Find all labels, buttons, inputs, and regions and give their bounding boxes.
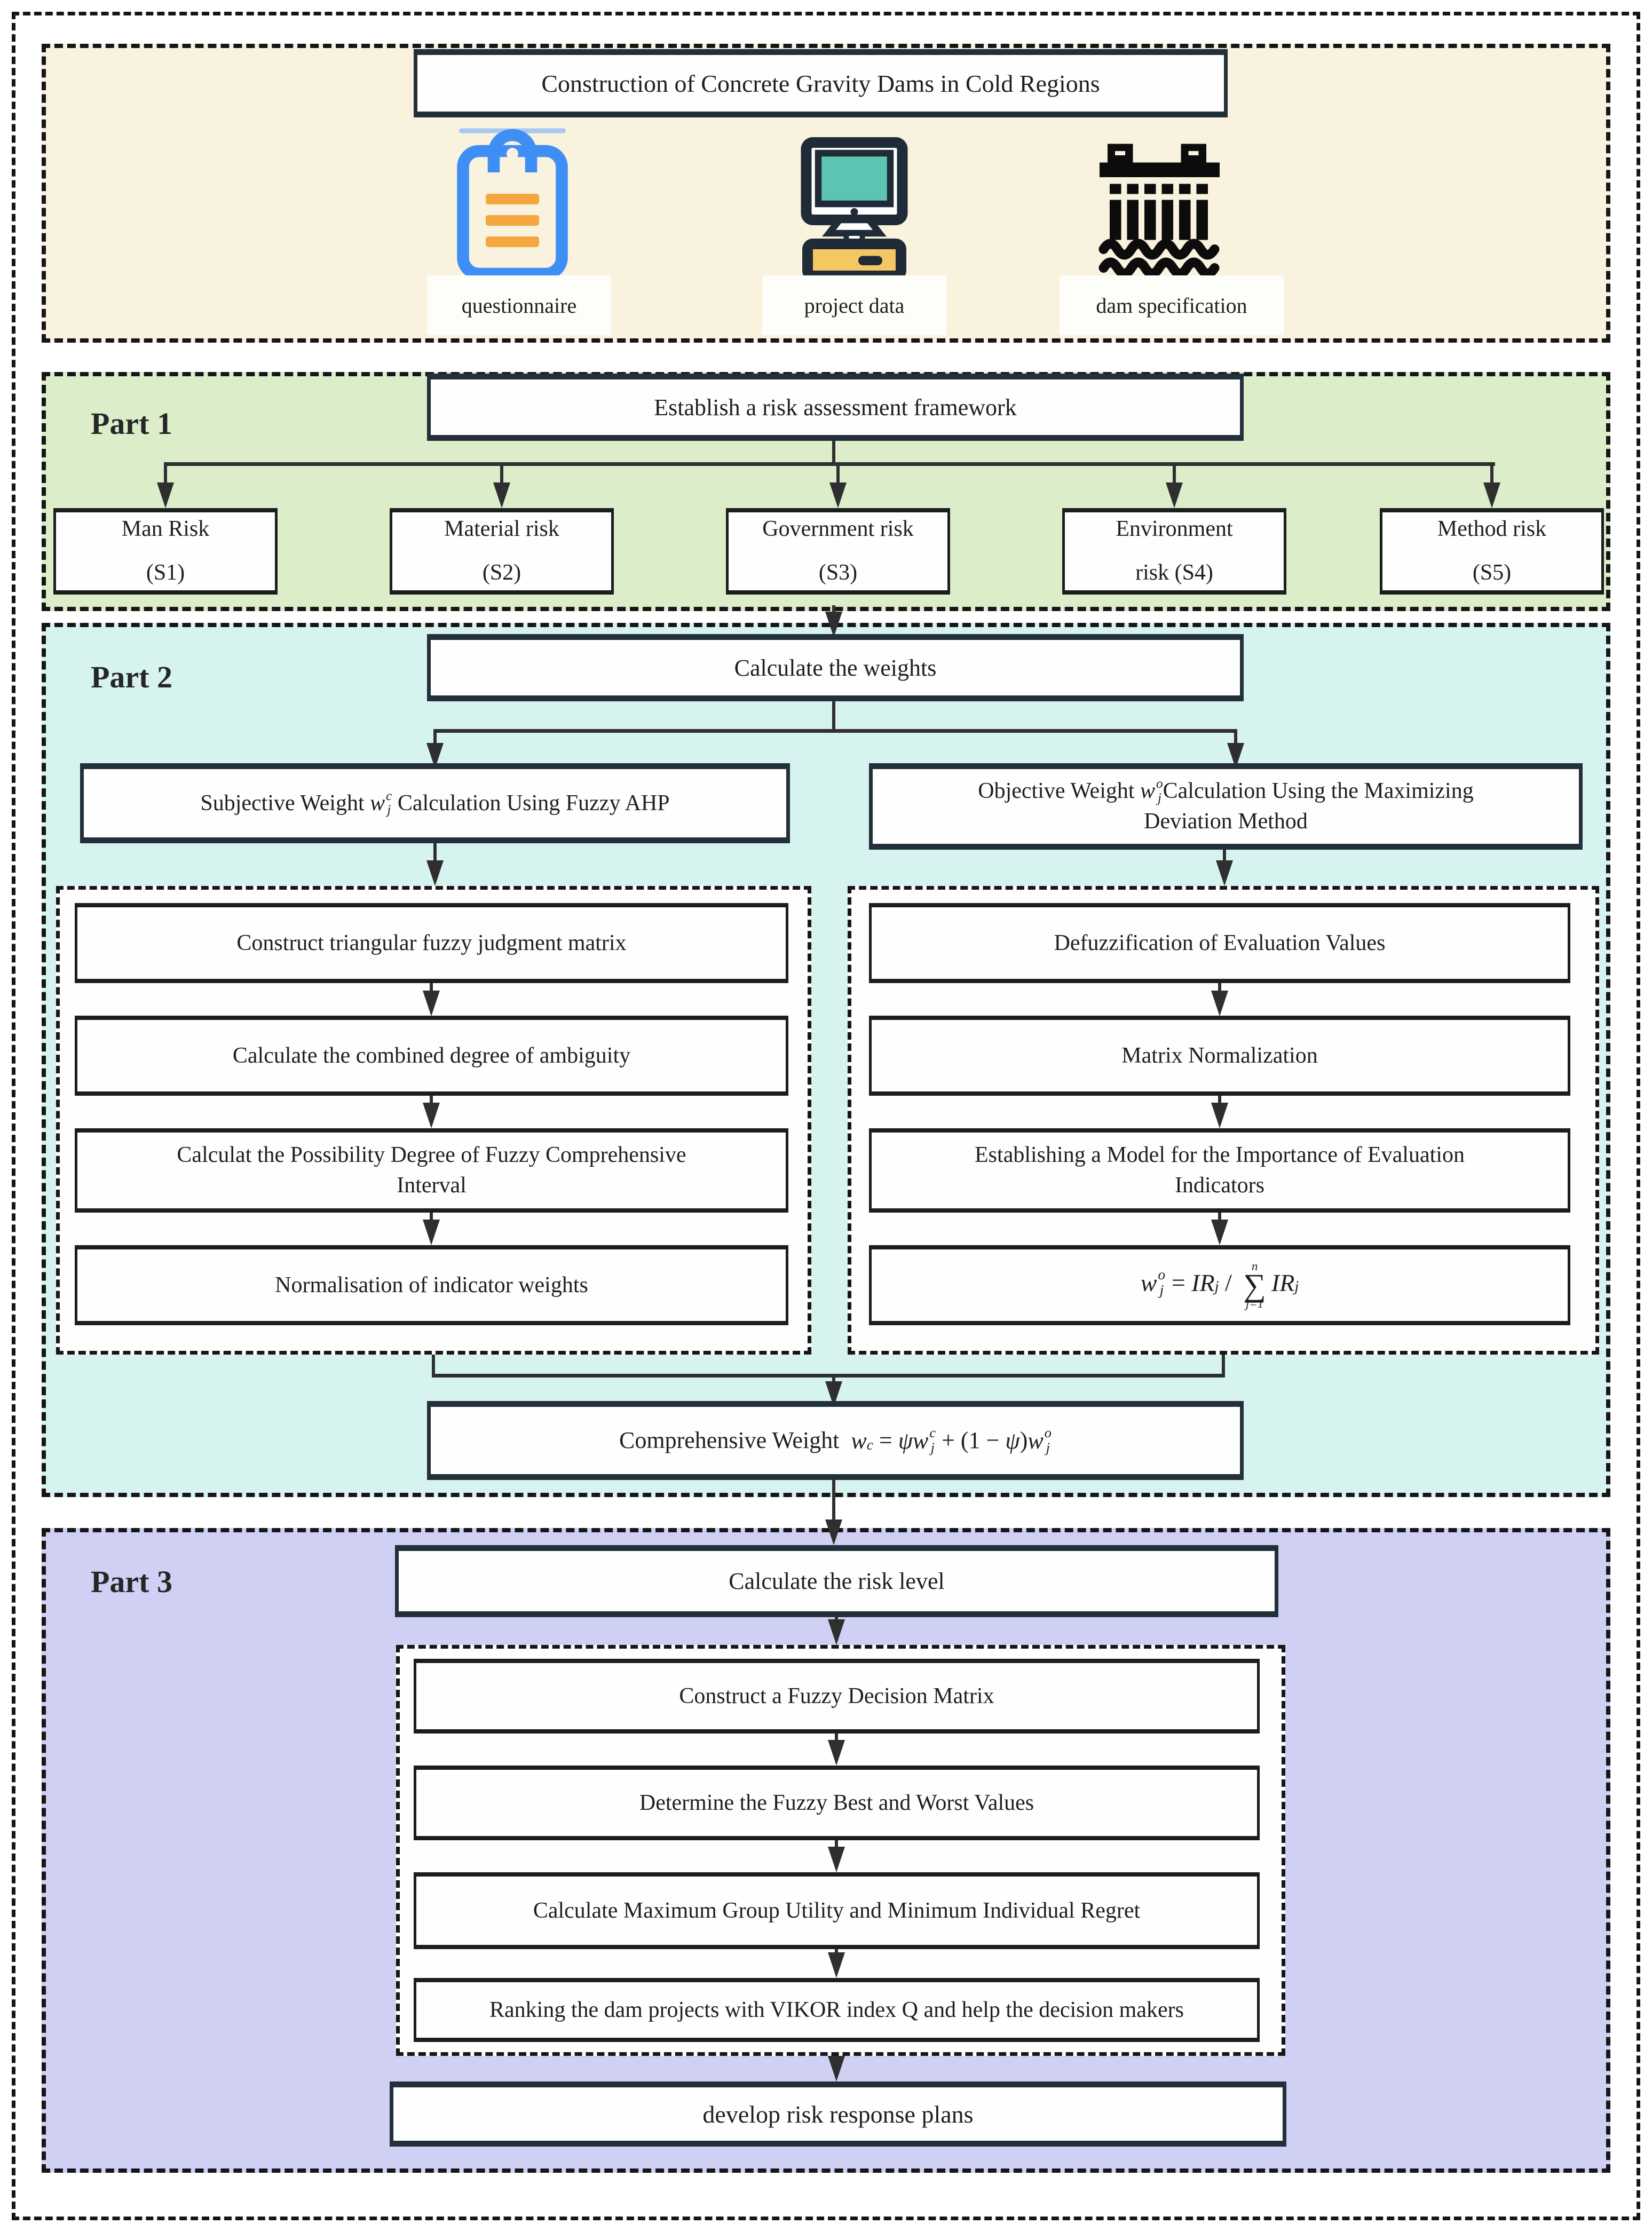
connector-arrow: [829, 482, 847, 508]
connector-arrow: [828, 1740, 845, 1766]
connector-arrow: [828, 1952, 845, 1978]
step-box-normalisation: Normalisation of indicator weights: [75, 1245, 788, 1325]
connector-line: [500, 462, 503, 487]
connector-line: [835, 1949, 838, 1954]
outer-dashed-border: [12, 12, 1640, 2220]
connector-line: [835, 1840, 838, 1849]
connector-arrow: [1211, 991, 1228, 1016]
connector-line: [1218, 1213, 1221, 1223]
clipboard-icon: [451, 127, 574, 287]
step-box-matrix-normalization: Matrix Normalization: [869, 1016, 1570, 1096]
risk-name: Environment: [1116, 517, 1233, 542]
connector-line: [1490, 462, 1493, 487]
risk-box-s1: Man Risk (S1): [53, 508, 278, 595]
final-box-risk-response: develop risk response plans: [390, 2081, 1286, 2147]
title-box: Construction of Concrete Gravity Dams in…: [414, 49, 1228, 117]
part2-label: Part 2: [91, 660, 172, 694]
step-box-importance-model: Establishing a Model for the Importance …: [869, 1128, 1570, 1213]
source-label-questionnaire: questionnaire: [427, 275, 611, 335]
connector-line: [832, 441, 835, 462]
risk-box-s4: Environment risk (S4): [1062, 508, 1286, 595]
risk-box-s3: Government risk (S3): [726, 508, 950, 595]
connector-line: [1223, 850, 1226, 864]
connector-arrow: [1211, 1103, 1228, 1128]
connector-arrow: [1216, 860, 1233, 886]
connector-line: [432, 1374, 1225, 1378]
risk-box-s2: Material risk (S2): [390, 508, 614, 595]
connector-line: [836, 462, 840, 487]
source-label-project-data: project data: [762, 275, 946, 335]
risk-code: (S3): [818, 560, 858, 585]
connector-arrow: [1211, 1220, 1228, 1245]
risk-code: (S2): [482, 560, 521, 585]
connector-line: [164, 462, 1495, 466]
page-title: Construction of Concrete Gravity Dams in…: [541, 69, 1100, 97]
part3-label: Part 3: [91, 1564, 172, 1599]
step-box-group-utility-regret: Calculate Maximum Group Utility and Mini…: [414, 1872, 1260, 1949]
connector-line: [433, 843, 437, 864]
connector-arrow: [828, 1619, 845, 1645]
step-box-vikor-ranking: Ranking the dam projects with VIKOR inde…: [414, 1978, 1260, 2042]
source-label-dam-specification: dam specification: [1060, 275, 1284, 335]
risk-name: Method risk: [1437, 517, 1547, 542]
connector-line: [430, 1213, 433, 1223]
connector-line: [1222, 1355, 1225, 1374]
part1-header-box: Establish a risk assessment framework: [427, 374, 1244, 441]
connector-arrow: [825, 1519, 842, 1545]
connector-line: [433, 729, 1237, 733]
connector-line: [832, 605, 835, 615]
connector-arrow: [828, 1847, 845, 1872]
risk-name: Government risk: [762, 517, 914, 542]
connector-line: [835, 1734, 838, 1742]
connector-arrow: [828, 2056, 845, 2081]
part1-label: Part 1: [91, 406, 172, 441]
step-box-defuzzification: Defuzzification of Evaluation Values: [869, 903, 1570, 983]
step-box-ambiguity: Calculate the combined degree of ambigui…: [75, 1016, 788, 1096]
connector-arrow: [423, 1220, 440, 1245]
connector-line: [430, 1096, 433, 1106]
step-box-fuzzy-decision-matrix: Construct a Fuzzy Decision Matrix: [414, 1659, 1260, 1734]
risk-code: (S1): [146, 560, 185, 585]
risk-box-s5: Method risk (S5): [1380, 508, 1604, 595]
risk-code: risk (S4): [1135, 560, 1213, 585]
part2-header-box: Calculate the weights: [427, 634, 1244, 701]
connector-line: [1218, 983, 1221, 994]
connector-line: [1234, 729, 1237, 750]
step-box-fuzzy-matrix: Construct triangular fuzzy judgment matr…: [75, 903, 788, 983]
connector-line: [832, 1480, 835, 1521]
objective-weight-title-line2: Deviation Method: [1144, 809, 1308, 834]
step-box-possibility-degree: Calculat the Possibility Degree of Fuzzy…: [75, 1128, 788, 1213]
connector-line: [832, 701, 835, 729]
connector-arrow: [423, 1103, 440, 1128]
computer-icon: [794, 134, 914, 284]
connector-arrow: [1166, 482, 1183, 508]
connector-arrow: [157, 482, 174, 508]
connector-line: [432, 1355, 435, 1374]
connector-line: [433, 729, 437, 750]
risk-code: (S5): [1472, 560, 1512, 585]
step-box-best-worst-values: Determine the Fuzzy Best and Worst Value…: [414, 1766, 1260, 1840]
connector-line: [1173, 462, 1176, 487]
part3-header-box: Calculate the risk level: [395, 1545, 1278, 1617]
connector-arrow: [825, 612, 842, 637]
connector-line: [164, 462, 167, 487]
connector-line: [430, 983, 433, 994]
risk-name: Material risk: [444, 517, 559, 542]
dam-icon: [1097, 140, 1222, 281]
connector-arrow: [1483, 482, 1500, 508]
risk-name: Man Risk: [121, 517, 210, 542]
connector-arrow: [423, 991, 440, 1016]
connector-arrow: [426, 860, 444, 886]
connector-arrow: [493, 482, 510, 508]
connector-line: [1218, 1096, 1221, 1106]
